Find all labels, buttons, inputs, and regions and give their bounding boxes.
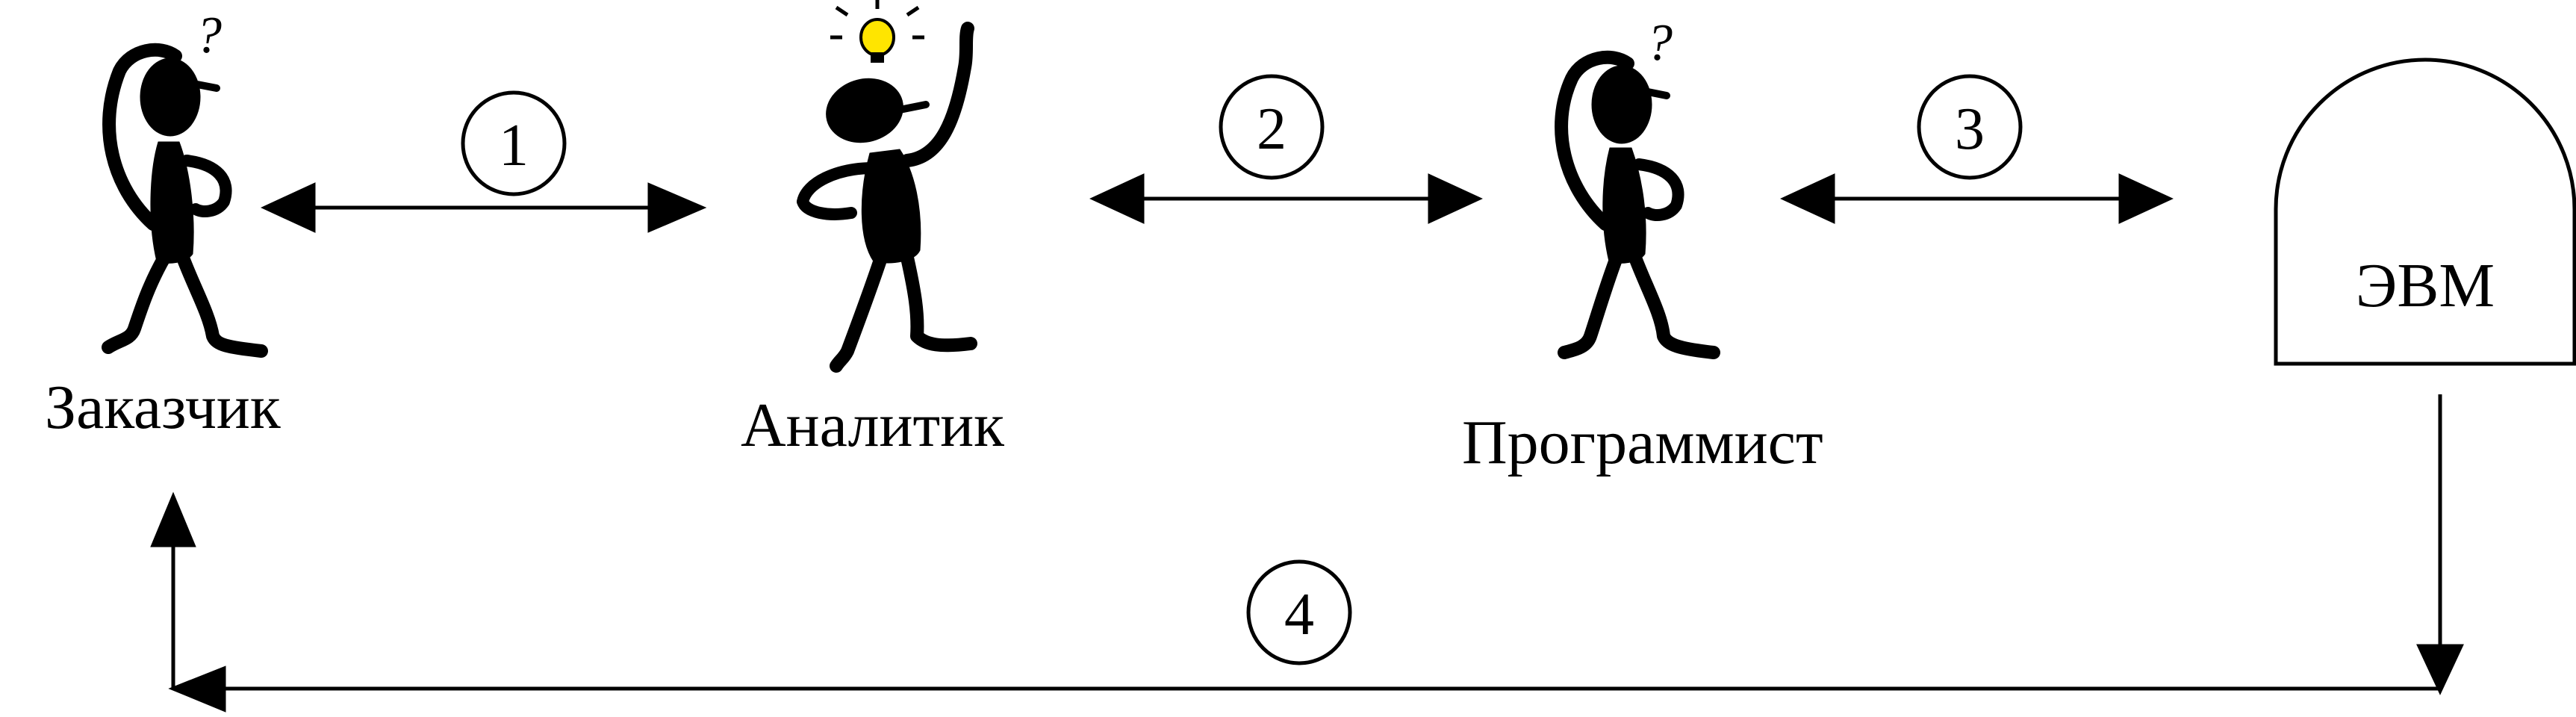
step-3-badge: 3 (1917, 74, 2023, 180)
arrow-4-feedback (150, 394, 2464, 713)
step-1-badge: 1 (461, 90, 567, 196)
customer-figure-icon: ? (102, 7, 268, 358)
analyst-label: Аналитик (741, 391, 1004, 460)
analyst-figure-icon (797, 0, 977, 373)
question-mark-icon: ? (196, 7, 222, 64)
step-1-number: 1 (499, 113, 529, 179)
step-4-number: 4 (1284, 582, 1314, 648)
step-2-number: 2 (1257, 96, 1287, 162)
lightbulb-icon (830, 0, 924, 63)
customer-label: Заказчик (45, 373, 281, 442)
computer-label: ЭВМ (2356, 251, 2495, 320)
arrow-1 (261, 182, 707, 233)
step-2-badge: 2 (1219, 74, 1325, 180)
arrow-2 (1089, 173, 1483, 224)
step-3-number: 3 (1955, 96, 1985, 162)
programmer-figure-icon: ? (1555, 14, 1720, 359)
step-4-badge: 4 (1246, 559, 1352, 665)
computer-box: ЭВМ (2274, 58, 2576, 366)
question-mark-icon: ? (1646, 14, 1673, 72)
arrow-3 (1780, 173, 2174, 224)
programmer-label: Программист (1462, 408, 1823, 477)
